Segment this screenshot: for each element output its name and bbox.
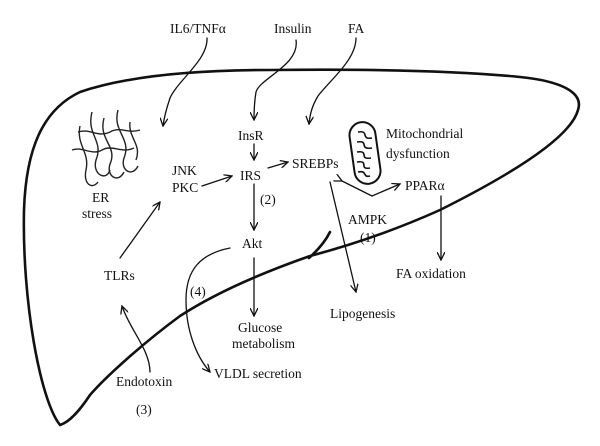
arrow-tlrs-to-jnk — [119, 202, 160, 259]
label-2: (2) — [260, 192, 276, 207]
label-akt: Akt — [242, 236, 262, 251]
arrow-pkc-to-irs — [201, 176, 232, 187]
label-fa-oxidation: FA oxidation — [396, 266, 466, 281]
label-mitochondrial: Mitochondrial — [386, 126, 463, 141]
label-3: (3) — [136, 402, 152, 417]
label-insr: InsR — [238, 128, 264, 143]
label-tlrs: TLRs — [104, 268, 135, 283]
label-srebps: SREBPs — [292, 156, 339, 171]
label-ampk: AMPK — [348, 212, 387, 227]
label-endotoxin: Endotoxin — [116, 374, 172, 389]
mitochondrion-icon — [348, 121, 382, 185]
lobe-fissure — [307, 230, 332, 260]
arrow-insulin-to-insr — [254, 39, 297, 120]
label-dysfunction: dysfunction — [386, 146, 450, 161]
label-insulin: Insulin — [274, 21, 312, 36]
arrow-akt-to-vldl — [185, 247, 231, 372]
label-pkc: PKC — [172, 180, 198, 195]
label-stress: stress — [82, 206, 112, 221]
arrow-fa-to-srebps — [309, 37, 357, 124]
label-fa: FA — [348, 21, 365, 36]
label-er: ER — [92, 190, 109, 205]
er-icon — [71, 109, 141, 187]
label-lipogenesis: Lipogenesis — [330, 306, 395, 321]
arrow-srebps-ppara-bidirectional — [342, 181, 400, 197]
arrow-irs-to-srebps — [267, 162, 288, 169]
liver-outline — [22, 68, 581, 427]
label-il6-tnfa: IL6/TNFα — [170, 21, 226, 36]
label-irs: IRS — [240, 168, 261, 183]
label-vldl-secretion: VLDL secretion — [214, 366, 302, 381]
arrow-endotoxin-to-tlrs — [122, 306, 151, 373]
arrow-il6-to-jnk — [163, 37, 208, 126]
label-glucose: Glucose — [238, 320, 282, 335]
label-jnk: JNK — [172, 163, 197, 178]
label-4: (4) — [190, 284, 206, 299]
arrow-srebps-to-lipogenesis — [329, 181, 356, 292]
label-ppara: PPARα — [405, 178, 445, 193]
label-metabolism: metabolism — [232, 336, 295, 351]
label-1: (1) — [360, 230, 376, 245]
